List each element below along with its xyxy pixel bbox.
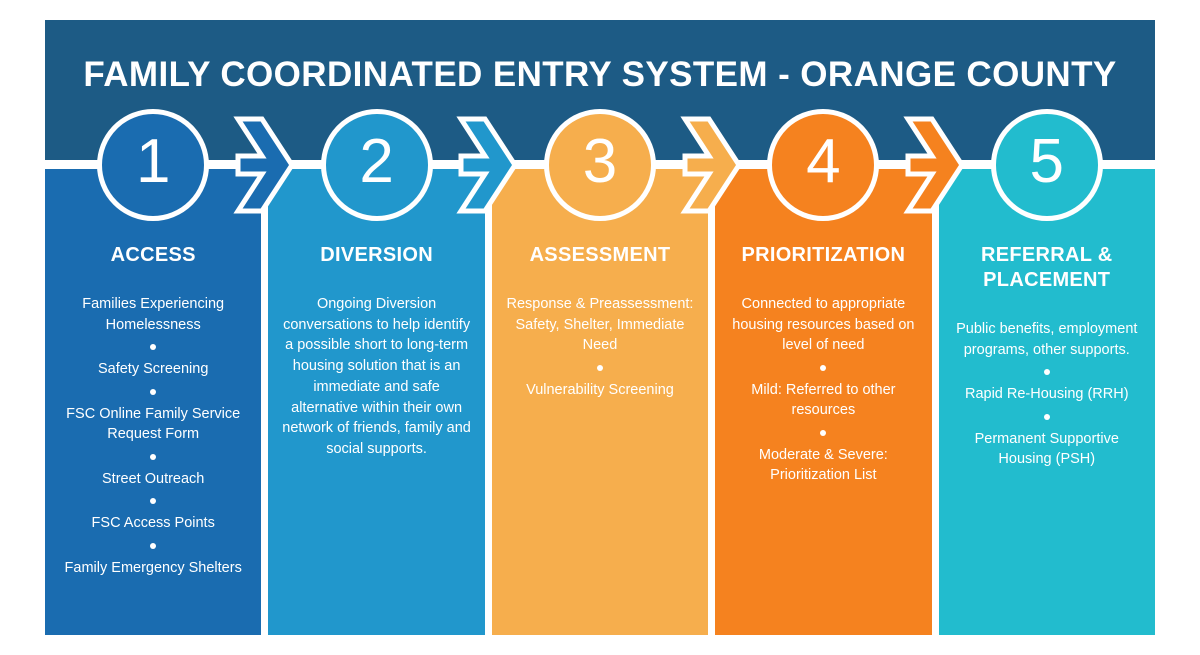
step-heading: ASSESSMENT xyxy=(529,244,671,266)
step-number-circle-1: 1 xyxy=(97,109,210,221)
separator-dot-icon xyxy=(596,364,603,371)
step-item: Public benefits, employment programs, ot… xyxy=(956,321,1138,358)
separator-dot-icon xyxy=(150,543,157,550)
separator-dot-icon xyxy=(150,498,157,505)
step-item: Street Outreach xyxy=(102,470,205,487)
step-heading: PRIORITIZATION xyxy=(741,244,906,266)
step-item: Vulnerability Screening xyxy=(526,381,674,398)
arrow-step1-to-step2 xyxy=(232,115,298,215)
step-item: Permanent Supportive Housing (PSH) xyxy=(974,430,1119,468)
step-item: Families Experiencing Homelessness xyxy=(82,296,225,333)
separator-dot-icon xyxy=(1043,369,1050,376)
step-column-assessment: ASSESSMENT Response & Preassessment: Safe… xyxy=(491,163,709,635)
step-number-label: 5 xyxy=(1029,127,1065,196)
step-column-prioritization: PRIORITIZATION Connected to appropriate h… xyxy=(715,163,932,635)
step-number-circle-4: 4 xyxy=(767,109,880,221)
step-item: Safety Screening xyxy=(97,361,209,378)
arrow-step2-to-step3 xyxy=(455,115,521,215)
separator-dot-icon xyxy=(150,344,157,351)
step-item: Ongoing Diversion conversations to help … xyxy=(282,296,471,458)
arrow-step4-to-step5 xyxy=(902,115,968,215)
step-number-circle-2: 2 xyxy=(320,109,433,221)
step-item: Moderate & Severe: Prioritization List xyxy=(758,446,888,484)
step-column-access: ACCESS Families Experiencing Homelessness… xyxy=(45,163,262,635)
separator-dot-icon xyxy=(820,364,827,371)
step-heading: DIVERSION xyxy=(320,244,433,266)
step-item: Connected to appropriate housing resourc… xyxy=(732,296,915,354)
step-item-list: Connected to appropriate housing resourc… xyxy=(725,294,921,486)
separator-dot-icon xyxy=(820,429,827,436)
step-heading: REFERRAL & PLACEMENT xyxy=(980,244,1113,291)
step-item: Family Emergency Shelters xyxy=(64,560,242,577)
step-item: FSC Online Family Service Request Form xyxy=(66,405,241,443)
step-item: FSC Access Points xyxy=(91,515,215,532)
step-number-circle-3: 3 xyxy=(544,109,656,221)
step-item-list: Ongoing Diversion conversations to help … xyxy=(278,294,474,460)
step-number-label: 1 xyxy=(135,127,171,196)
separator-dot-icon xyxy=(150,453,157,460)
step-item: Response & Preassessment: Safety, Shelte… xyxy=(506,296,694,354)
step-column-diversion: DIVERSION Ongoing Diversion conversations… xyxy=(268,163,485,635)
separator-dot-icon xyxy=(150,388,157,395)
step-number-label: 3 xyxy=(582,127,618,196)
step-number-circle-5: 5 xyxy=(990,109,1103,221)
step-number-label: 4 xyxy=(806,127,841,196)
step-heading: ACCESS xyxy=(110,244,196,266)
step-item-list: Public benefits, employment programs, ot… xyxy=(949,319,1145,470)
step-number-label: 2 xyxy=(359,127,394,196)
page-title: FAMILY COORDINATED ENTRY SYSTEM - ORANGE… xyxy=(83,55,1117,94)
step-item: Rapid Re-Housing (RRH) xyxy=(964,386,1129,403)
step-item-list: Response & Preassessment: Safety, Shelte… xyxy=(502,294,698,400)
step-item: Mild: Referred to other resources xyxy=(751,381,896,419)
step-column-referral-placement: REFERRAL & PLACEMENT Public benefits, emp… xyxy=(938,163,1155,635)
separator-dot-icon xyxy=(1043,413,1050,420)
process-columns: ACCESS Families Experiencing Homelessness… xyxy=(45,163,1155,635)
arrow-step3-to-step4 xyxy=(679,115,745,215)
